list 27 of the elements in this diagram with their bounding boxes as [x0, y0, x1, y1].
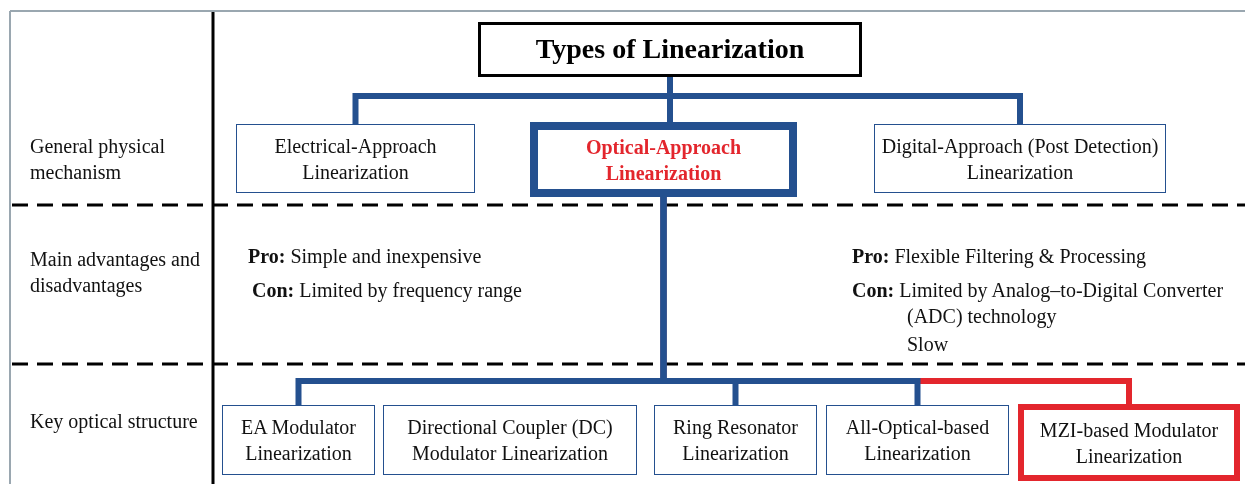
row-label: Key optical structure	[30, 409, 198, 434]
category-box	[874, 124, 1166, 193]
heading-box	[478, 22, 862, 77]
category-box	[654, 405, 817, 475]
category-box	[1018, 404, 1240, 481]
category-box	[826, 405, 1009, 475]
node-label: EA Modulator Linearization	[240, 415, 357, 466]
pro-note: Pro: Simple and inexpensive	[248, 244, 482, 269]
node-label: Digital-Approach (Post Detection) Linearization	[880, 133, 1160, 185]
con-note: Con: Limited by frequency range	[252, 278, 522, 303]
node-label: Types of Linearization	[534, 32, 806, 67]
category-box	[530, 122, 797, 197]
row-label: General physical mechanism	[30, 134, 166, 185]
pro-note: Pro: Flexible Filtering & Processing	[852, 244, 1147, 269]
node-label: All-Optical-based Linearization	[844, 415, 991, 466]
node-label: Optical-Approach Linearization	[584, 134, 743, 186]
connector-line	[660, 197, 921, 405]
row-label: Main advantages and disadvantages	[30, 247, 201, 298]
con-note: Con: Limited by Analog–to-Digital Converter (ADC) technology	[852, 278, 1225, 329]
node-label: Ring Resonator Linearization	[672, 415, 799, 466]
category-box	[236, 124, 475, 193]
node-label: MZI-based Modulator Linearization	[1038, 417, 1220, 469]
node-label: Electrical-Approach Linearization	[273, 133, 438, 185]
category-box	[222, 405, 375, 475]
con-note: Slow	[907, 332, 949, 357]
node-label: Directional Coupler (DC) Modulator Linearization	[406, 415, 614, 466]
category-box	[383, 405, 637, 475]
